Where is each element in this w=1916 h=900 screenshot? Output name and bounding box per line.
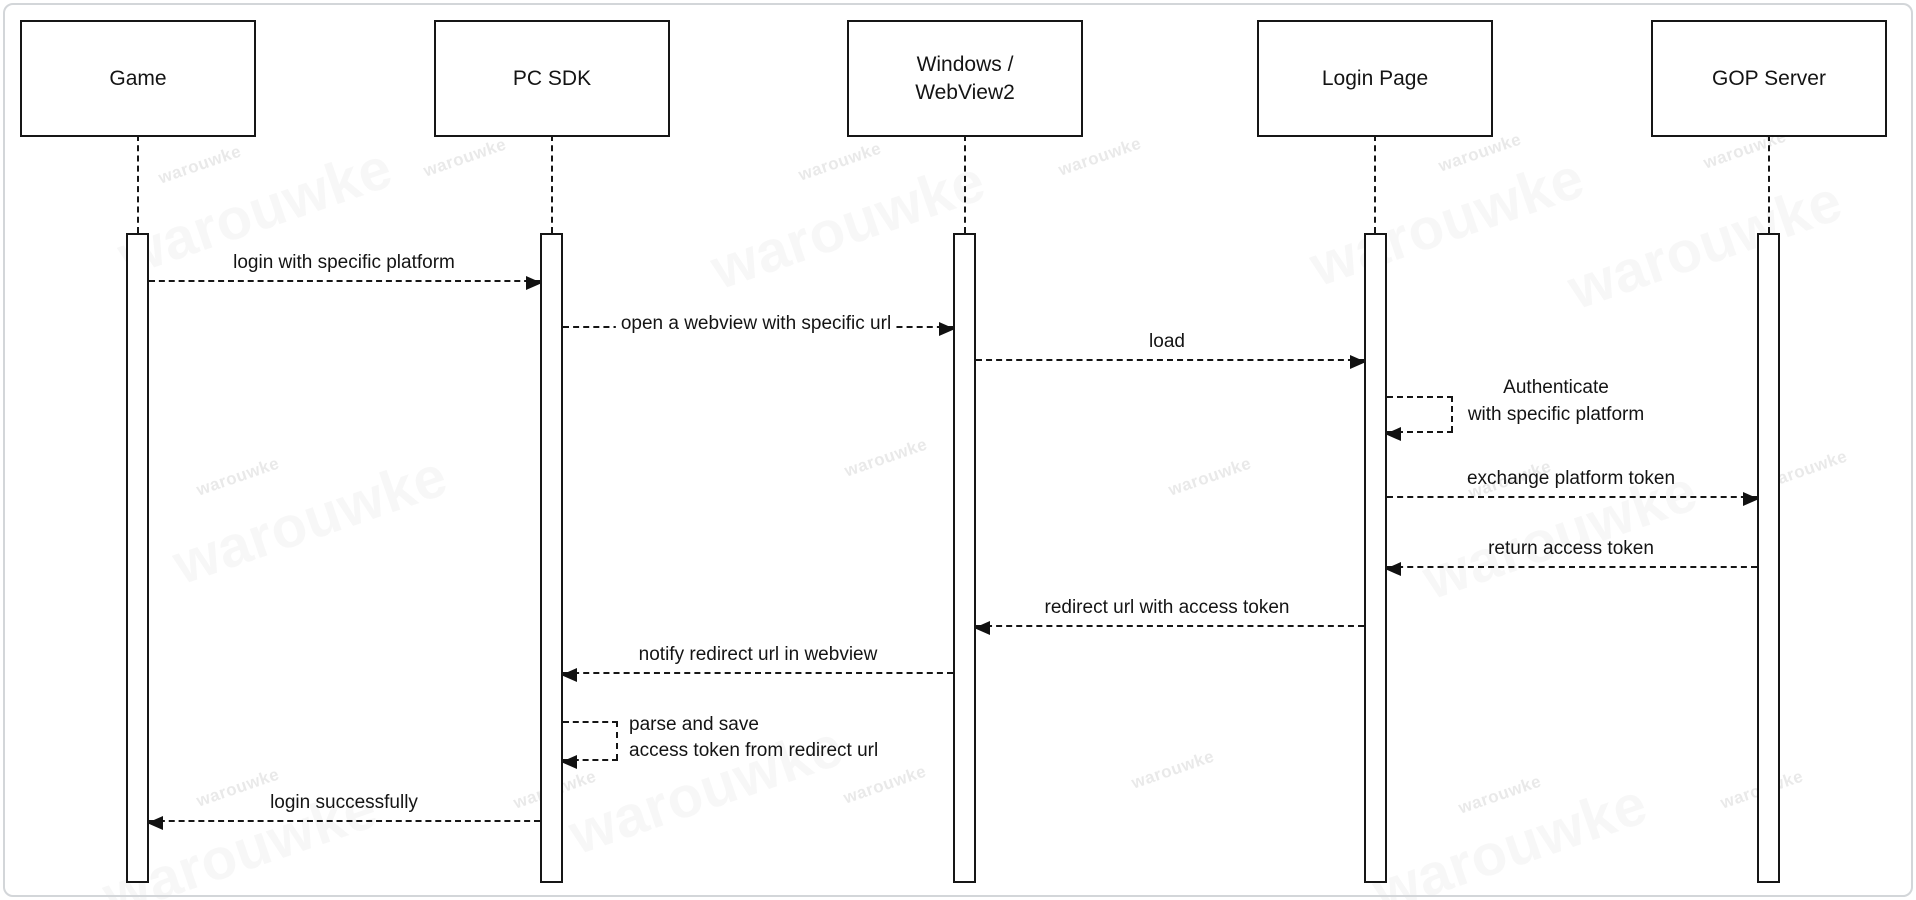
actor-label-game: Game bbox=[109, 66, 167, 90]
message-line-login-successfully bbox=[147, 816, 540, 830]
watermark-text: warouwke bbox=[841, 434, 930, 481]
arrowhead-right-icon bbox=[939, 322, 955, 336]
message-label-return-access-token: return access token bbox=[1488, 538, 1654, 559]
actor-box-pc-sdk: PC SDK bbox=[434, 20, 670, 137]
activation-bar-login-page bbox=[1364, 233, 1387, 883]
arrowhead-left-icon bbox=[1385, 562, 1401, 576]
watermark-text: warouwke bbox=[193, 453, 282, 500]
lifeline-pc-sdk bbox=[551, 135, 553, 233]
message-line-load bbox=[976, 355, 1366, 369]
message-line-notify-redirect-url bbox=[561, 668, 953, 682]
actor-box-game: Game bbox=[20, 20, 256, 137]
watermark-text: warouwke bbox=[1055, 133, 1144, 180]
watermark-text: warouwke bbox=[1128, 746, 1217, 793]
message-label-exchange-platform-token: exchange platform token bbox=[1466, 468, 1676, 489]
message-label-login-successfully: login successfully bbox=[270, 792, 418, 813]
arrowhead-left-icon bbox=[147, 816, 163, 830]
arrowhead-right-icon bbox=[1743, 492, 1759, 506]
watermark-text: warouwke bbox=[795, 138, 884, 185]
activation-bar-gop-server bbox=[1757, 233, 1780, 883]
actor-box-gop-server: GOP Server bbox=[1651, 20, 1887, 137]
activation-bar-game bbox=[126, 233, 149, 883]
actor-label-gop-server: GOP Server bbox=[1712, 66, 1826, 90]
watermark-text: warouwke bbox=[840, 761, 929, 808]
self-message-bottom-parse-and-save bbox=[561, 755, 618, 769]
message-line-login-with-specific-platform bbox=[149, 276, 542, 290]
message-label-notify-redirect-url: notify redirect url in webview bbox=[638, 644, 878, 665]
arrowhead-right-icon bbox=[526, 276, 542, 290]
lifeline-webview2 bbox=[964, 135, 966, 233]
message-label-load: load bbox=[1149, 331, 1185, 352]
message-label-parse-and-save: parse and save access token from redirec… bbox=[629, 714, 879, 761]
activation-bar-webview2 bbox=[953, 233, 976, 883]
message-line-return-access-token bbox=[1385, 562, 1757, 576]
message-line-redirect-url-with-access-token bbox=[974, 621, 1364, 635]
watermark-ghost-text: warouwke bbox=[703, 147, 994, 303]
self-message-side-authenticate bbox=[1451, 396, 1453, 432]
self-message-top-parse-and-save bbox=[563, 721, 618, 723]
activation-bar-pc-sdk bbox=[540, 233, 563, 883]
self-message-side-parse-and-save bbox=[616, 721, 618, 760]
self-message-bottom-authenticate bbox=[1385, 427, 1453, 441]
actor-box-login-page: Login Page bbox=[1257, 20, 1493, 137]
watermark-text: warouwke bbox=[193, 764, 282, 811]
watermark-text: warouwke bbox=[1165, 453, 1254, 500]
actor-label-webview2: Windows / WebView2 bbox=[915, 52, 1015, 104]
self-message-top-authenticate bbox=[1387, 396, 1453, 398]
actor-box-webview2: Windows / WebView2 bbox=[847, 20, 1083, 137]
watermark-text: warouwke bbox=[155, 141, 244, 188]
watermark-ghost-text: warouwke bbox=[1560, 167, 1851, 323]
message-label-authenticate: Authenticate with specific platform bbox=[1467, 377, 1645, 425]
arrowhead-right-icon bbox=[1350, 355, 1366, 369]
actor-label-login-page: Login Page bbox=[1321, 66, 1429, 90]
lifeline-gop-server bbox=[1768, 135, 1770, 233]
message-label-redirect-url-with-access-token: redirect url with access token bbox=[1044, 597, 1290, 618]
actor-label-pc-sdk: PC SDK bbox=[512, 66, 592, 90]
watermark-text: warouwke bbox=[420, 134, 509, 181]
message-label-login-with-specific-platform: login with specific platform bbox=[233, 252, 455, 273]
message-line-exchange-platform-token bbox=[1387, 492, 1759, 506]
arrowhead-left-icon bbox=[561, 668, 577, 682]
lifeline-login-page bbox=[1374, 135, 1376, 233]
arrowhead-left-icon bbox=[561, 755, 577, 769]
arrowhead-left-icon bbox=[1385, 427, 1401, 441]
lifeline-game bbox=[137, 135, 139, 233]
message-label-open-a-webview: open a webview with specific url bbox=[615, 313, 897, 335]
watermark-ghost-text: warouwke bbox=[165, 442, 456, 598]
arrowhead-left-icon bbox=[974, 621, 990, 635]
